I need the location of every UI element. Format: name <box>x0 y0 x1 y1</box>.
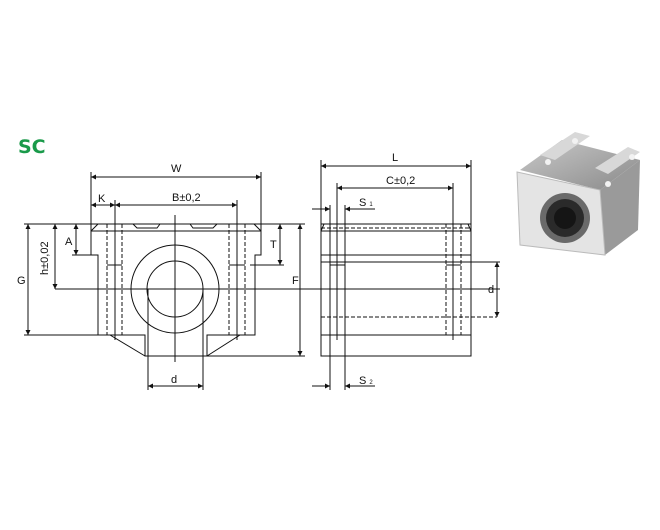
dim-C: C±0,2 <box>386 175 415 187</box>
series-title: SC <box>18 136 46 158</box>
dim-F: F <box>292 275 299 287</box>
front-view: W K B±0,2 G h±0,02 A T F d <box>17 163 500 390</box>
dim-h: h±0,02 <box>39 241 51 275</box>
dim-G: G <box>17 275 26 287</box>
dim-W: W <box>171 163 182 175</box>
side-outline <box>320 223 472 357</box>
dim-K: K <box>98 193 106 205</box>
dim-B: B±0,2 <box>172 192 201 204</box>
dim-T: T <box>270 239 277 251</box>
dim-L: L <box>392 152 398 164</box>
dim-A: A <box>65 236 73 248</box>
dim-d-side: d <box>488 284 494 296</box>
dim-d-front: d <box>171 374 177 386</box>
front-outline <box>90 223 262 357</box>
product-photo <box>516 132 640 256</box>
